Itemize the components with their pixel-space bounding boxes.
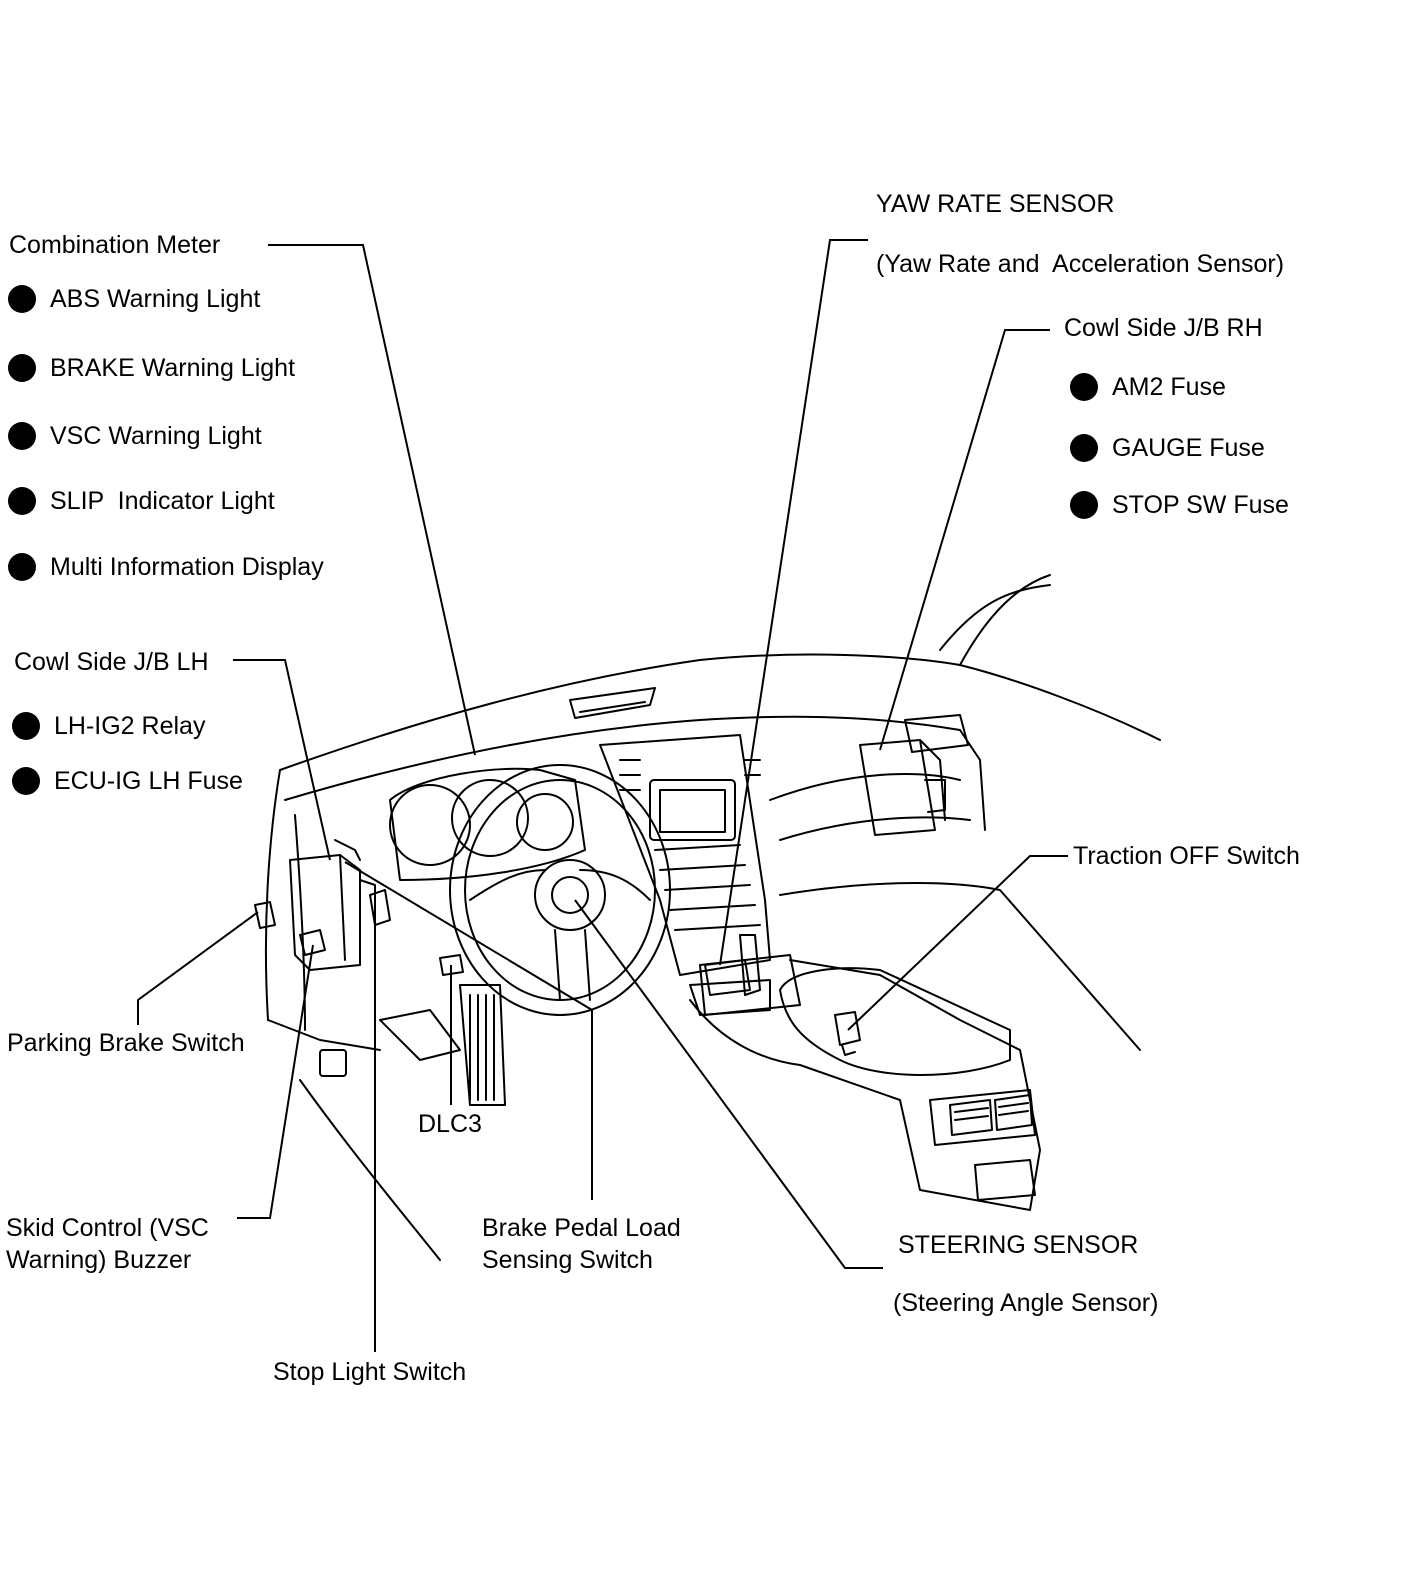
leader-yaw-rate	[719, 239, 868, 966]
bullet-icon	[12, 712, 40, 740]
label-brake-pedal-line1: Brake Pedal Load	[482, 1214, 681, 1242]
rear-vent	[949, 1094, 1033, 1136]
leader-combination-meter	[268, 244, 476, 756]
bullet-icon	[8, 553, 36, 581]
right-dash-line	[769, 773, 961, 801]
bullet-icon	[8, 354, 36, 382]
dlc3-shape	[439, 954, 464, 976]
label-abs-warning-light: ABS Warning Light	[50, 285, 261, 313]
defroster-vent	[569, 687, 656, 719]
label-parking-brake-switch: Parking Brake Switch	[7, 1029, 245, 1057]
label-cowl-side-jb-rh: Cowl Side J/B RH	[1064, 314, 1263, 342]
leader-cowl-lh	[233, 659, 331, 861]
label-yaw-rate-sensor-sub: (Yaw Rate and Acceleration Sensor)	[876, 250, 1285, 278]
bullet-icon	[8, 285, 36, 313]
dash-top-outline	[279, 653, 961, 771]
leader-brake-pedal	[344, 861, 593, 1200]
center-stack	[599, 734, 771, 976]
right-door-line	[959, 664, 1161, 741]
label-ecu-ig-lh-fuse: ECU-IG LH Fuse	[54, 767, 243, 795]
label-yaw-rate-sensor: YAW RATE SENSOR	[876, 190, 1115, 218]
cluster-housing	[389, 767, 586, 881]
label-combination-meter: Combination Meter	[9, 231, 221, 259]
cowl-jb-rh-box	[859, 739, 936, 836]
bullet-icon	[8, 487, 36, 515]
leader-cowl-rh	[879, 329, 1050, 751]
label-brake-pedal-line2: Sensing Switch	[482, 1246, 653, 1274]
center-console	[689, 959, 1041, 1211]
label-dlc3: DLC3	[418, 1110, 482, 1138]
steering-wheel	[449, 764, 671, 1016]
parking-brake-switch-shape	[254, 901, 276, 929]
leader-buzzer	[237, 944, 314, 1219]
label-traction-off-switch: Traction OFF Switch	[1073, 842, 1300, 870]
pedal	[319, 1049, 347, 1077]
label-cowl-side-jb-lh: Cowl Side J/B LH	[14, 648, 209, 676]
steering-hub	[534, 859, 606, 931]
label-am2-fuse: AM2 Fuse	[1112, 373, 1226, 401]
navigation-screen	[649, 779, 736, 841]
label-stop-sw-fuse: STOP SW Fuse	[1112, 491, 1289, 519]
label-skid-control-line1: Skid Control (VSC	[6, 1214, 209, 1242]
bullet-icon	[12, 767, 40, 795]
label-stop-light-switch: Stop Light Switch	[273, 1358, 467, 1386]
windshield-curve	[939, 584, 1051, 651]
leader-parking-brake	[137, 911, 259, 1025]
label-vsc-warning-light: VSC Warning Light	[50, 422, 262, 450]
label-skid-control-line2: Warning) Buzzer	[6, 1246, 192, 1274]
gear-shifter	[739, 934, 761, 996]
bullet-icon	[8, 422, 36, 450]
traction-switch-shape	[834, 1011, 861, 1046]
bullet-icon	[1070, 491, 1098, 519]
label-steering-sensor-sub: (Steering Angle Sensor)	[893, 1289, 1159, 1317]
bullet-icon	[1070, 434, 1098, 462]
label-steering-sensor: STEERING SENSOR	[898, 1231, 1139, 1259]
label-slip-indicator-light: SLIP Indicator Light	[50, 487, 275, 515]
bullet-icon	[1070, 373, 1098, 401]
yaw-sensor-shape	[704, 959, 751, 996]
label-multi-information-display: Multi Information Display	[50, 553, 324, 581]
windshield-pillar	[959, 574, 1051, 666]
left-dash-side	[264, 769, 281, 1021]
leader-steering	[574, 899, 883, 1269]
buzzer	[299, 929, 326, 956]
label-brake-warning-light: BRAKE Warning Light	[50, 354, 296, 382]
label-gauge-fuse: GAUGE Fuse	[1112, 434, 1265, 462]
left-lower-panel	[267, 1019, 381, 1051]
label-lh-ig2-relay: LH-IG2 Relay	[54, 712, 206, 740]
leader-traction	[847, 855, 1068, 1031]
armrest	[779, 967, 1011, 1076]
